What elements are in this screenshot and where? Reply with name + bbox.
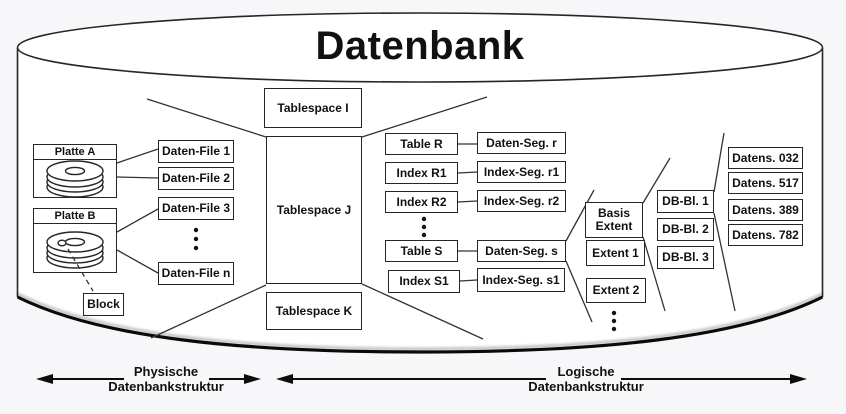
block-box: Block bbox=[83, 293, 124, 316]
db-block-2-box: DB-Bl. 2 bbox=[657, 218, 714, 241]
object-segment-connectors bbox=[457, 143, 478, 282]
data-file-n-box: Daten-File n bbox=[158, 262, 234, 285]
legend-logical: Logische Datenbankstruktur bbox=[511, 364, 661, 394]
data-file-1-box: Daten-File 1 bbox=[158, 140, 234, 163]
record-782-box: Datens. 782 bbox=[728, 224, 803, 246]
index-r2-box: Index R2 bbox=[385, 191, 458, 213]
legend-physical-line1: Physische bbox=[133, 364, 199, 379]
daten-seg-s-box: Daten-Seg. s bbox=[477, 240, 566, 262]
tablespace-k-box: Tablespace K bbox=[266, 292, 362, 330]
extent-2-box: Extent 2 bbox=[586, 278, 646, 303]
legend-physical: Physische Datenbankstruktur bbox=[91, 364, 241, 394]
fan-tablespace-left-top bbox=[146, 98, 267, 138]
table-ellipsis-dots bbox=[421, 216, 427, 238]
record-032-box: Datens. 032 bbox=[728, 147, 803, 169]
fan-dbblock-record-top bbox=[713, 132, 725, 193]
connector-indexR2-segR2 bbox=[457, 200, 478, 203]
index-r1-box: Index R1 bbox=[385, 162, 458, 184]
daten-seg-r-box: Daten-Seg. r bbox=[477, 132, 566, 154]
disk-box-platte-a: Platte A bbox=[33, 144, 117, 198]
legend-logical-line2: Datenbankstruktur bbox=[528, 379, 644, 394]
index-s1-box: Index S1 bbox=[388, 270, 460, 293]
connector-platteA-file2 bbox=[116, 176, 159, 179]
extent-ellipsis-dots bbox=[611, 310, 617, 332]
db-block-3-box: DB-Bl. 3 bbox=[657, 246, 714, 269]
table-s-box: Table S bbox=[385, 240, 458, 262]
index-seg-r2-box: Index-Seg. r2 bbox=[477, 190, 566, 212]
datafile-ellipsis-dots bbox=[193, 227, 199, 251]
platte-a-label: Platte A bbox=[34, 145, 116, 160]
disk-box-platte-b: Platte B bbox=[33, 208, 117, 273]
diagram-title: Datenbank bbox=[315, 24, 525, 68]
platte-b-label: Platte B bbox=[34, 209, 116, 224]
basis-extent-box: Basis Extent bbox=[585, 202, 643, 238]
extent-1-box: Extent 1 bbox=[586, 240, 645, 266]
data-file-3-box: Daten-File 3 bbox=[158, 197, 234, 220]
tablespace-i-box: Tablespace I bbox=[264, 88, 362, 128]
db-block-1-box: DB-Bl. 1 bbox=[657, 190, 714, 213]
record-517-box: Datens. 517 bbox=[728, 172, 803, 194]
record-389-box: Datens. 389 bbox=[728, 199, 803, 221]
connector-platteA-file1 bbox=[116, 148, 159, 164]
tablespace-j-box: Tablespace J bbox=[266, 136, 362, 284]
connector-platteB-fileN bbox=[116, 249, 159, 274]
fan-tablespace-right-top bbox=[361, 96, 488, 138]
connector-platteB-file3 bbox=[116, 208, 159, 233]
table-r-box: Table R bbox=[385, 133, 458, 155]
disk-file-connectors bbox=[116, 148, 159, 274]
fan-tablespace-left-bottom bbox=[150, 284, 267, 339]
connector-indexS1-segS1 bbox=[459, 279, 478, 282]
index-seg-r1-box: Index-Seg. r1 bbox=[477, 161, 566, 183]
connector-indexR1-segR1 bbox=[457, 171, 478, 174]
legend-physical-line2: Datenbankstruktur bbox=[108, 379, 224, 394]
index-seg-s1-box: Index-Seg. s1 bbox=[477, 268, 565, 292]
data-file-2-box: Daten-File 2 bbox=[158, 167, 234, 190]
legend-logical-line1: Logische bbox=[557, 364, 615, 379]
